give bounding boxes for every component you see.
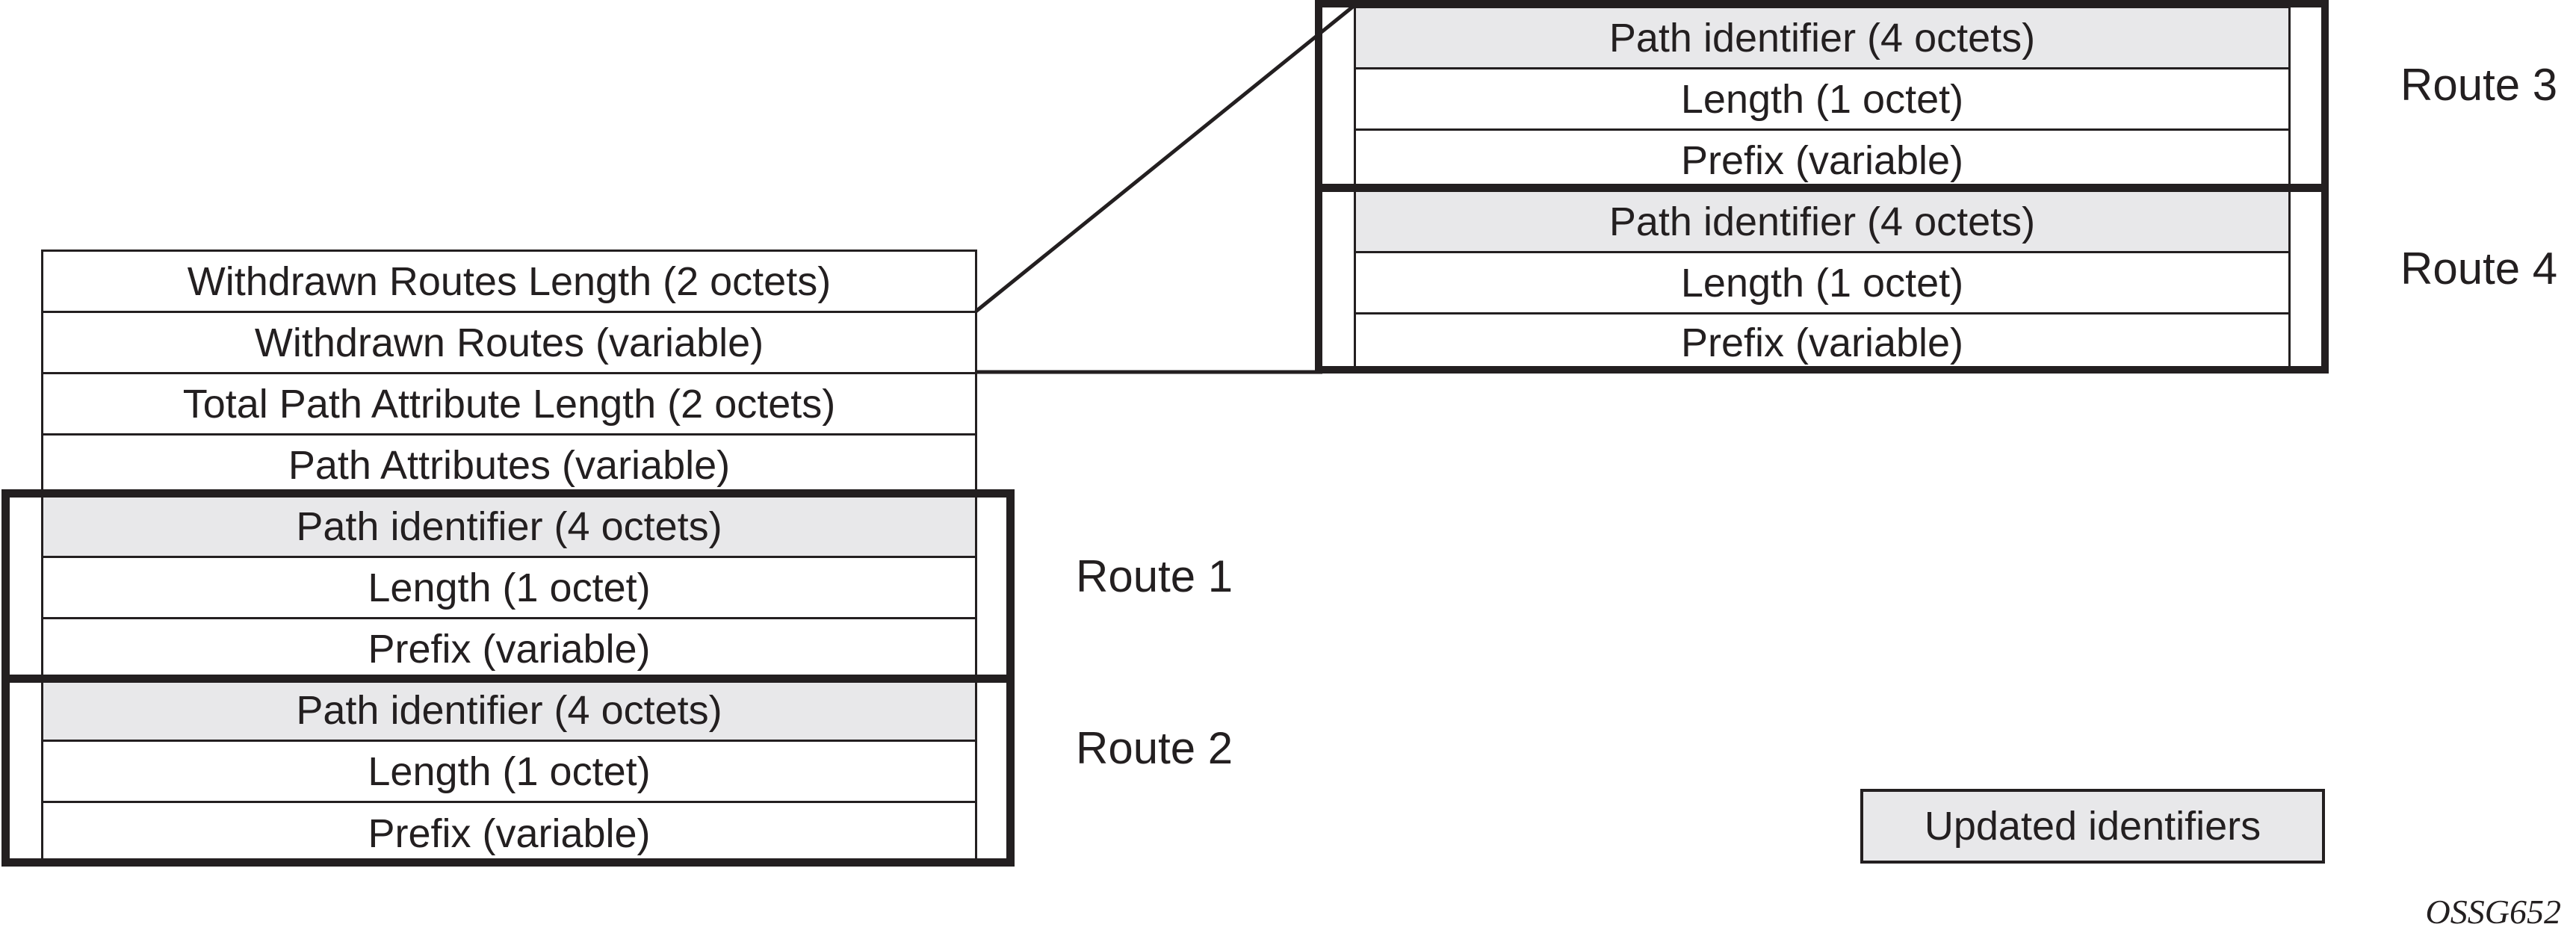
right-route-blocks-separator: [1315, 184, 2329, 192]
row-withdrawn-routes-length: Withdrawn Routes Length (2 octets): [41, 250, 977, 313]
route-3-label: Route 3: [2400, 60, 2558, 110]
legend-label: Updated identifiers: [1924, 804, 2261, 849]
left-route-blocks-separator: [1, 675, 1015, 683]
route2-prefix-row: Prefix (variable): [41, 801, 977, 866]
route4-path-identifier-row: Path identifier (4 octets): [1354, 190, 2291, 253]
route-4-label: Route 4: [2400, 244, 2558, 294]
route1-prefix-row: Prefix (variable): [41, 617, 977, 681]
row-path-attributes: Path Attributes (variable): [41, 433, 977, 497]
route1-length-row: Length (1 octet): [41, 556, 977, 619]
route3-length-row: Length (1 octet): [1354, 67, 2291, 131]
figure-id: OSSG652: [2425, 893, 2561, 931]
route-1-label: Route 1: [1076, 551, 1233, 601]
legend-box: Updated identifiers: [1860, 789, 2325, 864]
connector-diagonal-line: [974, 4, 1355, 313]
route2-length-row: Length (1 octet): [41, 740, 977, 803]
row-total-path-attribute-length: Total Path Attribute Length (2 octets): [41, 372, 977, 436]
route4-prefix-row: Prefix (variable): [1354, 312, 2291, 374]
route2-path-identifier-row: Path identifier (4 octets): [41, 678, 977, 742]
route4-length-row: Length (1 octet): [1354, 251, 2291, 314]
route-2-label: Route 2: [1076, 723, 1233, 773]
